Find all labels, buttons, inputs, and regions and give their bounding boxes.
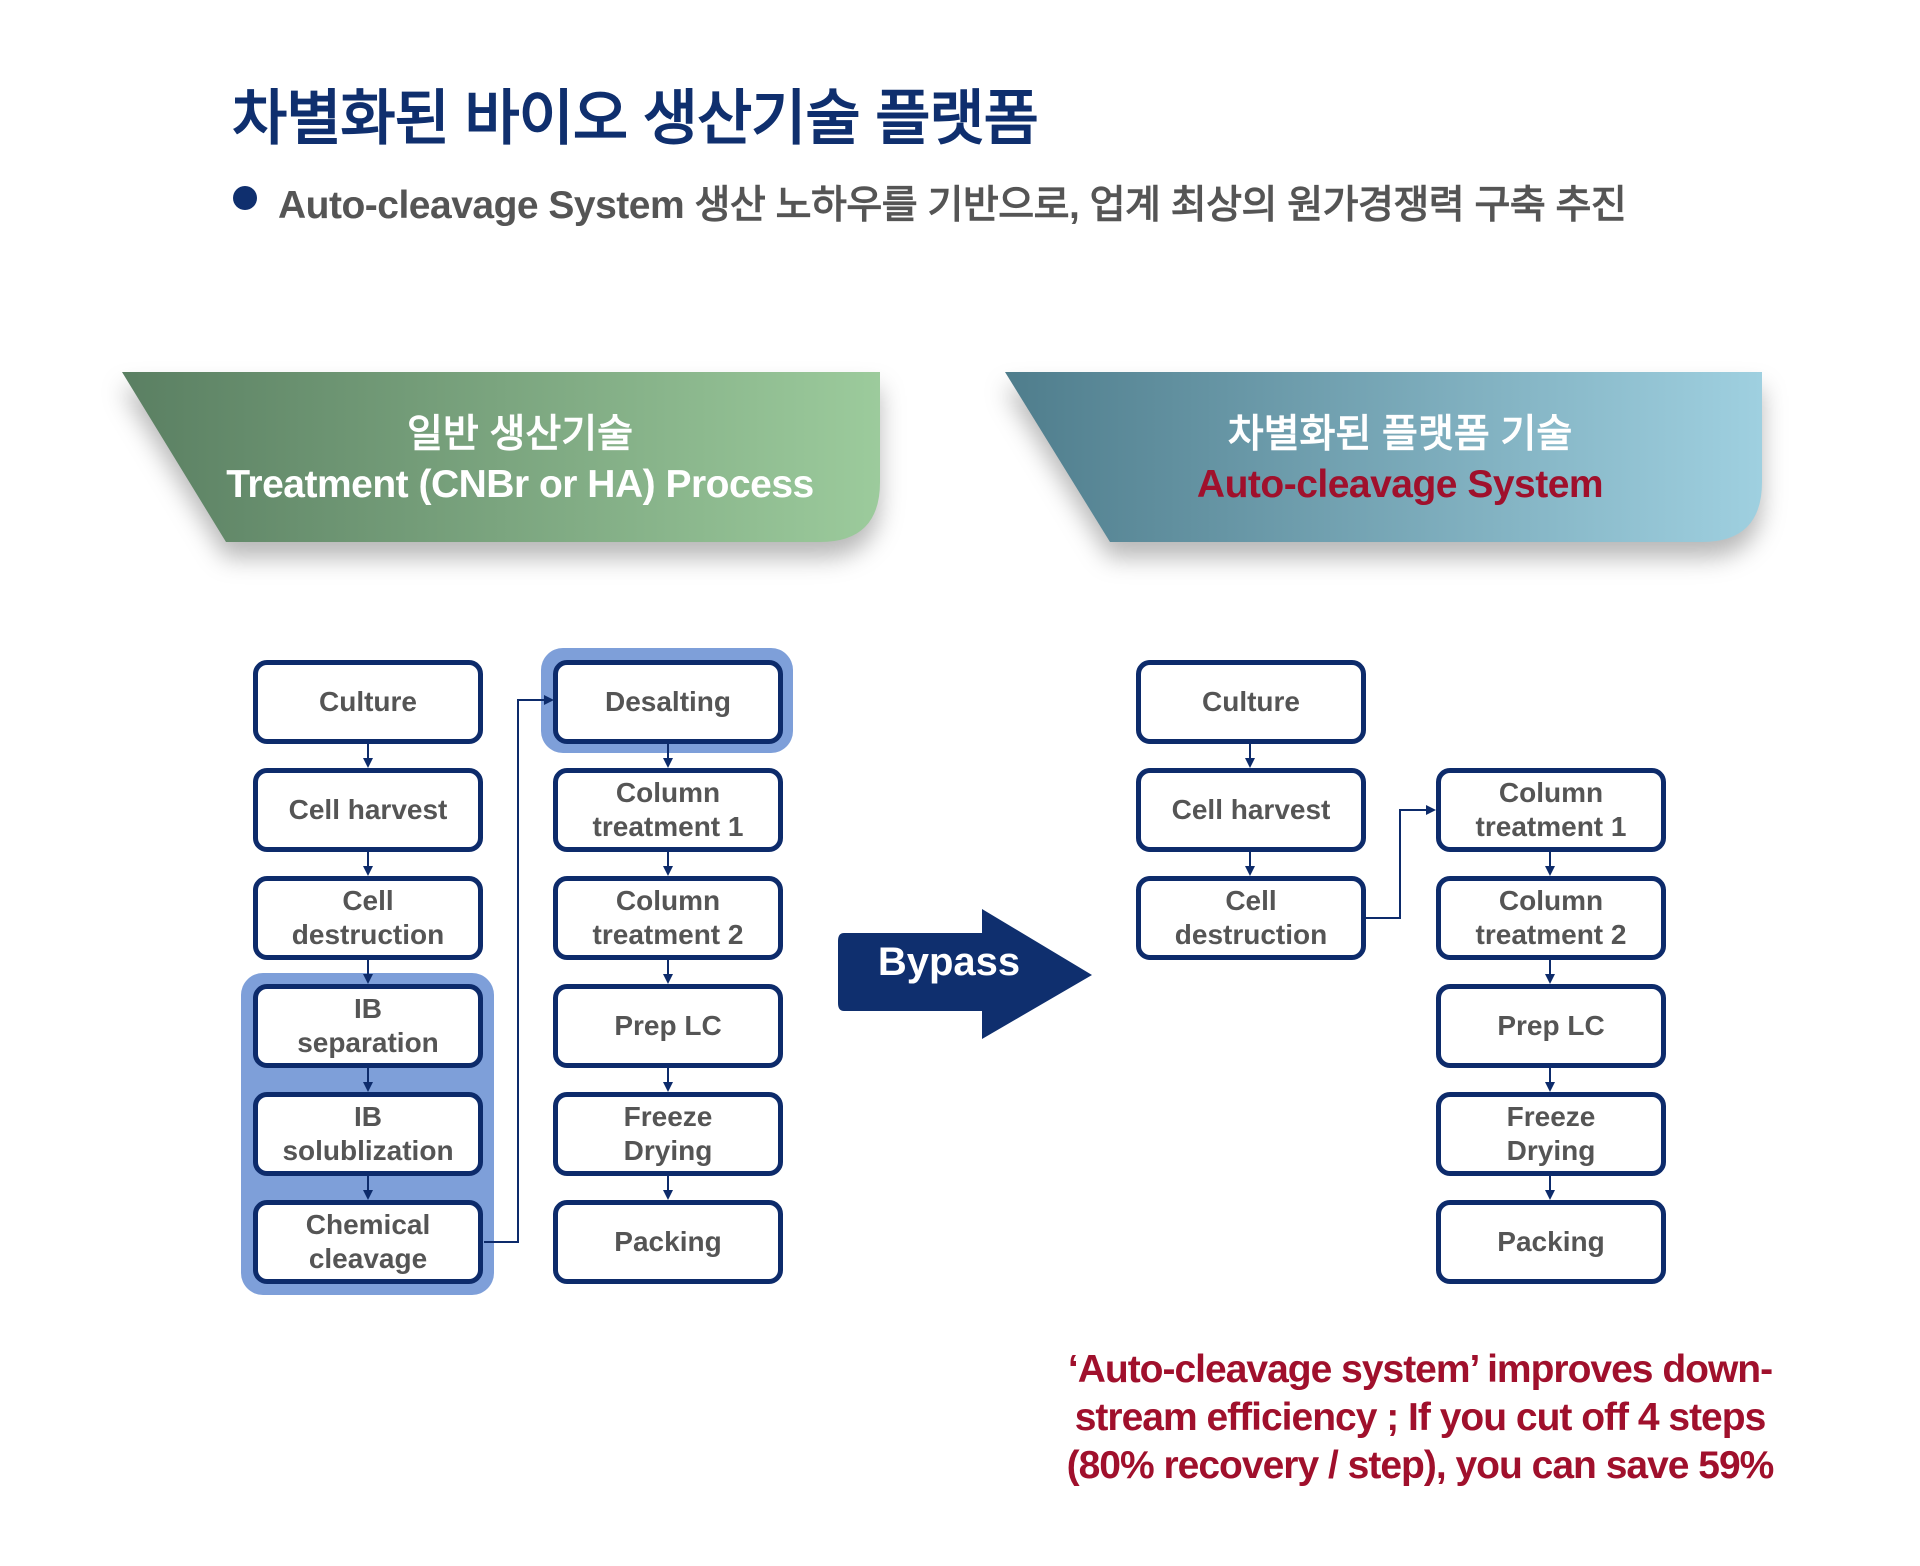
left-banner-heading: 일반 생산기술 Treatment (CNBr or HA) Process [220,410,820,510]
right-step-culture: Culture [1136,660,1366,744]
left-step-column-treatment-1: Column treatment 1 [553,768,783,852]
right-step-prep-lc: Prep LC [1436,984,1666,1068]
right-step-freeze-drying: Freeze Drying [1436,1092,1666,1176]
left-step-cell-destruction: Cell destruction [253,876,483,960]
page-title: 차별화된 바이오 생산기술 플랫폼 [232,85,1039,152]
left-step-desalting: Desalting [553,660,783,744]
left-step-packing: Packing [553,1200,783,1284]
note-line-2: stream efficiency ; If you cut off 4 ste… [1074,1396,1767,1439]
note-line-1: ‘Auto-cleavage system’ improves down- [1067,1348,1773,1391]
right-step-column-treatment-2: Column treatment 2 [1436,876,1666,960]
right-heading-ko: 차별화된 플랫폼 기술 [1227,413,1573,456]
left-step-column-treatment-2: Column treatment 2 [553,876,783,960]
bypass-label: Bypass [877,940,1021,984]
right-step-cell-destruction: Cell destruction [1136,876,1366,960]
left-heading-en: Treatment (CNBr or HA) Process [226,463,814,506]
right-step-packing: Packing [1436,1200,1666,1284]
right-banner [1005,372,1762,542]
left-step-prep-lc: Prep LC [553,984,783,1068]
panel-banners [122,372,1762,542]
right-banner-heading: 차별화된 플랫폼 기술 Auto-cleavage System [1100,410,1700,510]
left-step-culture: Culture [253,660,483,744]
right-step-cell-harvest: Cell harvest [1136,768,1366,852]
right-heading-en: Auto-cleavage System [1196,463,1604,506]
left-banner [122,372,880,542]
note-line-3: (80% recovery / step), you can save 59% [1066,1444,1775,1487]
left-step-chemical-cleavage: Chemical cleavage [253,1200,483,1284]
savings-note: ‘Auto-cleavage system’ improves down- st… [1030,1346,1810,1490]
right-step-column-treatment-1: Column treatment 1 [1436,768,1666,852]
left-step-ib-solublization: IB solublization [253,1092,483,1176]
left-step-freeze-drying: Freeze Drying [553,1092,783,1176]
left-heading-ko: 일반 생산기술 [406,413,634,456]
left-step-cell-harvest: Cell harvest [253,768,483,852]
subtitle: Auto-cleavage System 생산 노하우를 기반으로, 업계 최상… [278,184,1627,227]
bypass-arrow-icon [838,909,1092,1039]
bullet-dot-icon [233,186,257,210]
left-step-ib-separation: IB separation [253,984,483,1068]
